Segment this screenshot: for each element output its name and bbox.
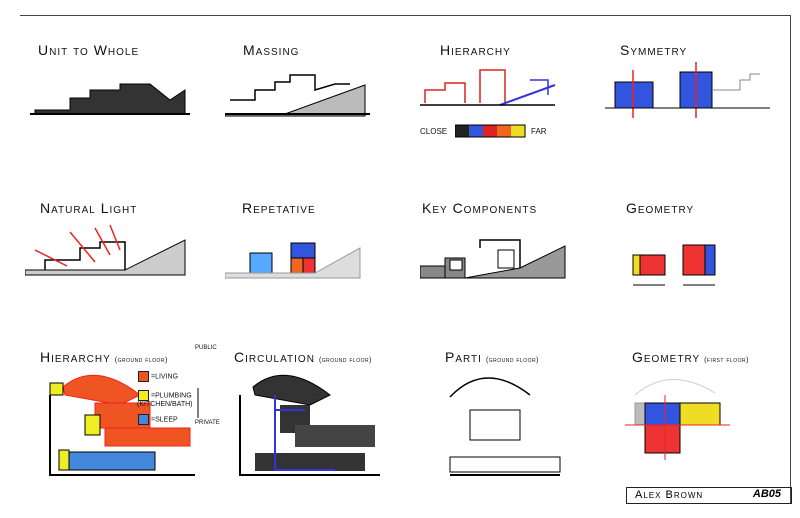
key-living: =LIVING xyxy=(138,371,178,382)
key-plumbing: =PLUMBING xyxy=(138,390,192,401)
legend-close-label: CLOSE xyxy=(420,127,448,136)
legend-swatch-yellow xyxy=(511,125,525,137)
panel-title-geometry-first-floor: Geometry(first floor) xyxy=(632,349,749,365)
title-block: Alex Brown AB05 xyxy=(626,487,792,504)
panel-title-hierarchy-ground-floor: Hierarchy(ground floor) xyxy=(40,349,168,365)
panel-title-repetative: Repetative xyxy=(242,200,316,216)
legend-swatch-red xyxy=(483,125,497,137)
symmetry-sketch xyxy=(605,62,770,118)
title-text: Circulation xyxy=(234,349,315,365)
geometry-sketch xyxy=(632,244,716,286)
panel-title-parti: Parti(ground floor) xyxy=(445,349,539,365)
key-plumbing-note: (KITCHEN/BATH) xyxy=(137,401,193,408)
panel-title-key-components: Key Components xyxy=(422,200,538,216)
hierarchy-plan-sketch xyxy=(49,374,195,476)
sheet-border xyxy=(20,15,791,503)
public-private-arrow xyxy=(197,388,199,418)
signature: AB05 xyxy=(752,488,781,500)
geometry-first-floor-sketch xyxy=(625,379,730,460)
panel-title-massing: Massing xyxy=(243,42,300,58)
panel-title-symmetry: Symmetry xyxy=(620,42,688,58)
subtitle-text: (ground floor) xyxy=(485,357,539,364)
title-text: Geometry xyxy=(632,349,701,365)
unit-to-whole-sketch xyxy=(30,83,190,115)
massing-sketch xyxy=(225,74,370,117)
legend-swatch-orange xyxy=(497,125,511,137)
panel-title-natural-light: Natural Light xyxy=(40,200,138,216)
title-text: Parti xyxy=(445,349,482,365)
legend-swatch-blue xyxy=(469,125,483,137)
legend-swatch-black xyxy=(455,125,469,137)
circulation-plan-sketch xyxy=(239,374,380,476)
private-label: PRIVATE xyxy=(195,420,220,426)
sleep-swatch xyxy=(138,414,149,425)
legend-far-label: FAR xyxy=(531,127,547,136)
panel-title-circulation: Circulation(ground floor) xyxy=(234,349,372,365)
key-sleep-label: =SLEEP xyxy=(151,416,178,424)
natural-light-sketch xyxy=(25,224,186,276)
public-label: PUBLIC xyxy=(195,345,217,351)
panel-title-hierarchy: Hierarchy xyxy=(440,42,511,58)
subtitle-text: (ground floor) xyxy=(318,357,372,364)
key-living-label: =LIVING xyxy=(151,373,179,381)
subtitle-text: (first floor) xyxy=(704,357,749,364)
living-swatch xyxy=(138,371,149,382)
hierarchy-sketch xyxy=(420,69,556,106)
parti-plan-sketch xyxy=(449,377,561,476)
depth-color-legend xyxy=(455,124,526,138)
key-plumbing-label: =PLUMBING xyxy=(151,392,192,400)
author-name: Alex Brown xyxy=(635,489,704,501)
panel-title-unit-to-whole: Unit to Whole xyxy=(38,42,140,58)
title-text: Hierarchy xyxy=(40,349,111,365)
panel-title-geometry: Geometry xyxy=(626,200,695,216)
plumbing-swatch xyxy=(138,390,149,401)
key-sleep: =SLEEP xyxy=(138,414,178,425)
repetative-sketch xyxy=(225,242,361,279)
subtitle-text: (ground floor) xyxy=(114,357,168,364)
key-components-sketch xyxy=(420,239,566,279)
